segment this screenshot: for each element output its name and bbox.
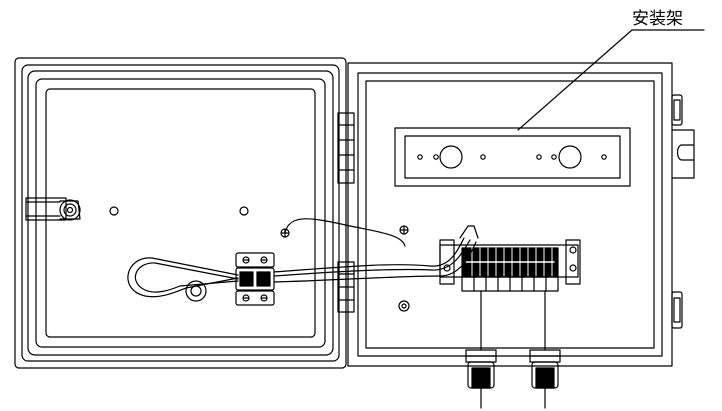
enclosure-inner-frame bbox=[357, 72, 663, 357]
door-terminal-block-middle bbox=[235, 267, 275, 291]
door-terminal-block-lower bbox=[235, 290, 275, 306]
door-latch bbox=[25, 197, 81, 221]
mounting-bracket bbox=[394, 127, 631, 187]
hinge-upper bbox=[337, 112, 355, 184]
terminal-block-strip bbox=[439, 239, 581, 292]
wall-mount-ear-lower bbox=[671, 291, 683, 329]
door-inner-panel bbox=[45, 88, 316, 338]
enclosure-screw-lower bbox=[398, 300, 410, 312]
door-mounting-hole-left bbox=[109, 206, 119, 216]
mounting-bracket-label: 安装架 bbox=[632, 9, 683, 29]
door-mounting-hole-right bbox=[239, 206, 249, 216]
interconnect-wires bbox=[273, 218, 479, 283]
door-frame-inner-3 bbox=[35, 78, 326, 348]
door-panel bbox=[14, 57, 347, 369]
bracket-hole-left-large bbox=[439, 145, 463, 169]
callout-leader-line bbox=[517, 29, 705, 131]
door-terminal-block-upper bbox=[235, 252, 275, 268]
door-frame-inner-1 bbox=[21, 64, 340, 362]
enclosure-outer-frame bbox=[347, 62, 673, 367]
enclosure-back-plate bbox=[365, 80, 655, 349]
door-outer-frame bbox=[14, 57, 347, 369]
cable-gland-right bbox=[529, 349, 561, 409]
wall-mount-ear-upper bbox=[671, 94, 695, 179]
mounting-bracket-callout: 安装架 bbox=[517, 9, 705, 131]
bracket-hole-right-large bbox=[558, 145, 582, 169]
enclosure-body bbox=[347, 62, 695, 409]
cable-gland-left bbox=[465, 349, 497, 409]
door-strap bbox=[127, 257, 239, 302]
hinges bbox=[337, 112, 355, 313]
door-frame-inner-2 bbox=[27, 70, 334, 356]
enclosure-ground-screw bbox=[399, 225, 409, 235]
